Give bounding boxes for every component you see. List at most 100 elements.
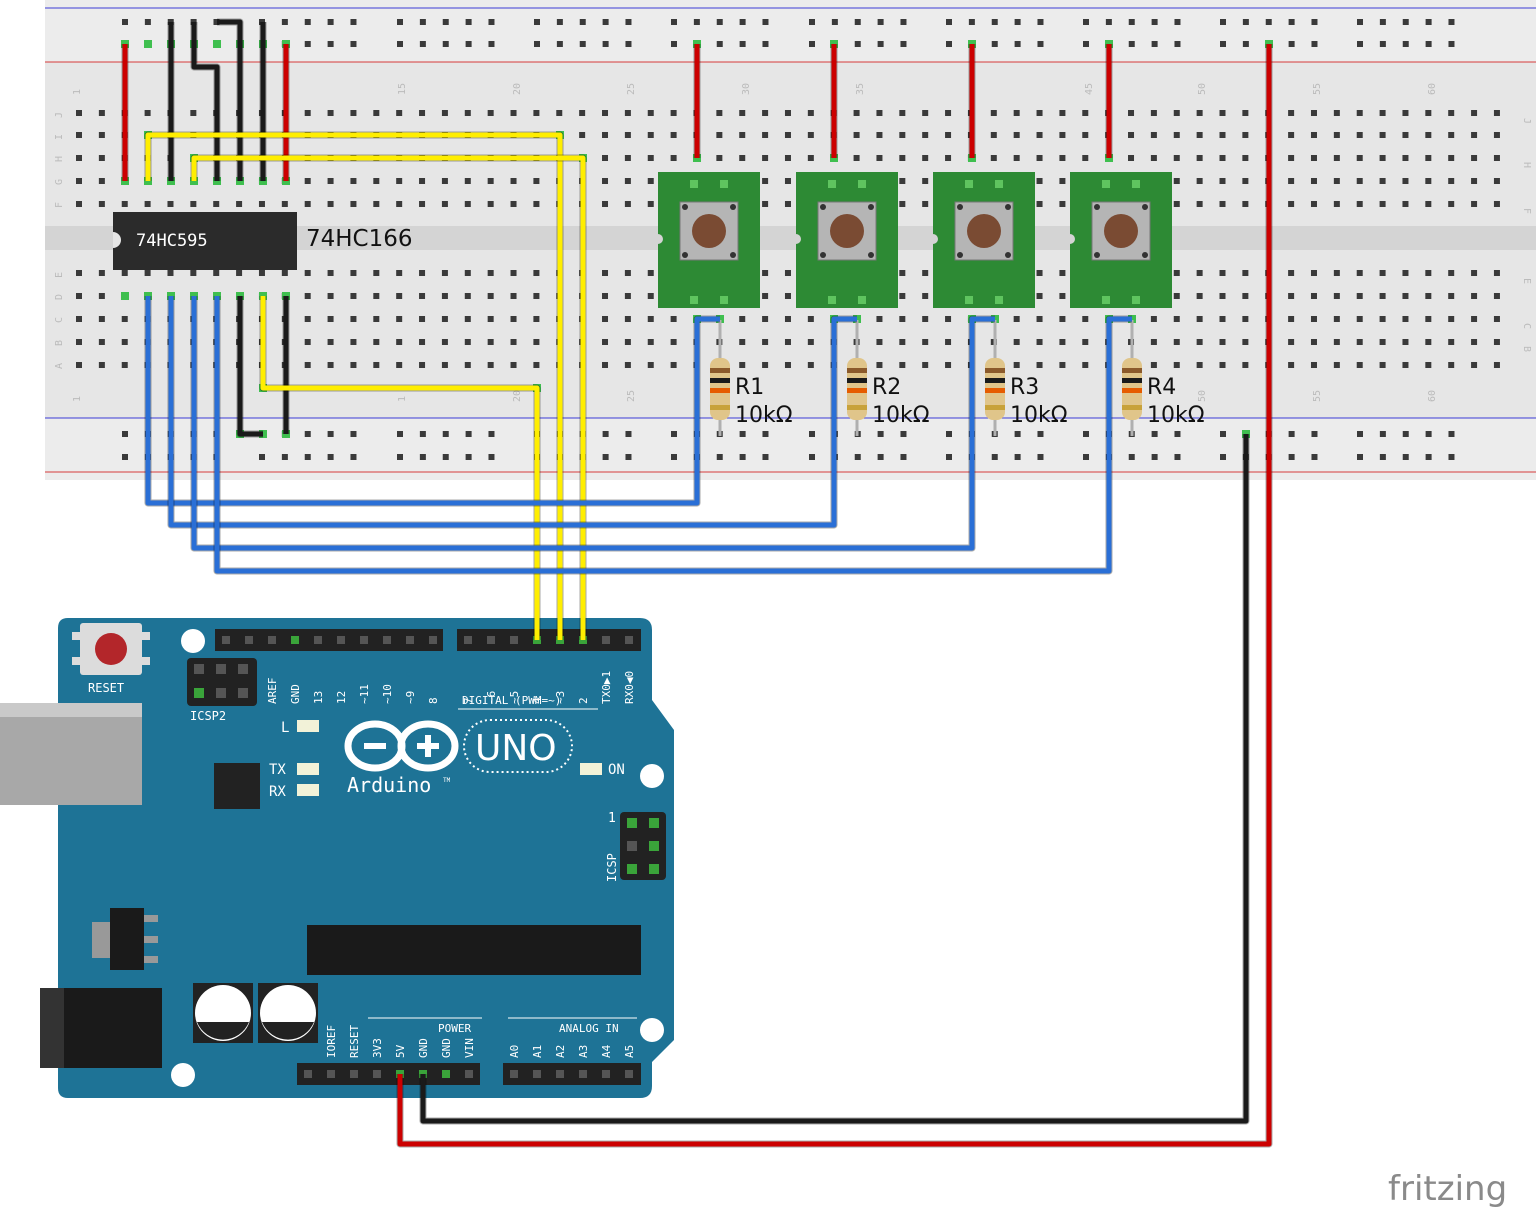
breadboard-hole[interactable] xyxy=(1242,293,1249,299)
rail-hole[interactable] xyxy=(465,431,472,437)
breadboard-hole[interactable] xyxy=(1150,339,1157,345)
breadboard-hole[interactable] xyxy=(922,270,929,276)
breadboard-hole[interactable] xyxy=(1493,293,1500,299)
rail-hole[interactable] xyxy=(1379,454,1386,460)
breadboard-hole[interactable] xyxy=(899,155,906,161)
breadboard-hole[interactable] xyxy=(1356,316,1363,322)
rail-hole[interactable] xyxy=(1311,19,1318,25)
breadboard-hole[interactable] xyxy=(350,316,357,322)
breadboard-hole[interactable] xyxy=(1219,270,1226,276)
breadboard-hole[interactable] xyxy=(1219,293,1226,299)
breadboard-hole[interactable] xyxy=(784,110,791,116)
breadboard-hole[interactable] xyxy=(419,362,426,368)
breadboard-hole[interactable] xyxy=(441,339,448,345)
breadboard-hole[interactable] xyxy=(1196,362,1203,368)
header-hole[interactable] xyxy=(373,1070,381,1078)
header-hole[interactable] xyxy=(625,1070,633,1078)
rail-hole[interactable] xyxy=(1220,19,1226,25)
breadboard-hole[interactable] xyxy=(602,362,609,368)
breadboard-hole[interactable] xyxy=(350,178,357,184)
breadboard-hole[interactable] xyxy=(441,270,448,276)
breadboard-hole[interactable] xyxy=(1013,132,1020,138)
breadboard-hole[interactable] xyxy=(1310,132,1317,138)
breadboard-hole[interactable] xyxy=(350,110,357,116)
breadboard-hole[interactable] xyxy=(647,293,654,299)
breadboard-hole[interactable] xyxy=(784,293,791,299)
rail-hole[interactable] xyxy=(579,41,586,47)
breadboard-hole[interactable] xyxy=(373,110,380,116)
rail-hole[interactable] xyxy=(259,454,265,460)
breadboard-hole[interactable] xyxy=(899,270,906,276)
breadboard-hole[interactable] xyxy=(1333,155,1340,161)
breadboard-hole[interactable] xyxy=(304,178,311,184)
breadboard-hole[interactable] xyxy=(1082,132,1089,138)
rail-hole[interactable] xyxy=(739,454,746,460)
breadboard-hole[interactable] xyxy=(739,110,746,116)
rail-hole[interactable] xyxy=(419,431,426,437)
breadboard-hole[interactable] xyxy=(1036,293,1043,299)
header-hole[interactable] xyxy=(464,636,472,644)
push-button[interactable] xyxy=(928,172,1035,308)
breadboard-hole[interactable] xyxy=(1128,110,1135,116)
rail-hole[interactable] xyxy=(442,41,449,47)
rail-hole[interactable] xyxy=(304,19,311,25)
breadboard-hole[interactable] xyxy=(1402,339,1409,345)
breadboard-hole[interactable] xyxy=(602,270,609,276)
rail-hole[interactable] xyxy=(350,431,357,437)
rail-hole[interactable] xyxy=(1425,454,1432,460)
breadboard-hole[interactable] xyxy=(1333,316,1340,322)
rail-hole[interactable] xyxy=(1174,19,1181,25)
breadboard-hole[interactable] xyxy=(533,316,540,322)
breadboard-hole[interactable] xyxy=(1150,132,1157,138)
breadboard-hole[interactable] xyxy=(464,201,471,207)
rail-hole[interactable] xyxy=(762,19,769,25)
breadboard-hole[interactable] xyxy=(1448,362,1455,368)
breadboard-hole[interactable] xyxy=(487,362,494,368)
breadboard-hole[interactable] xyxy=(1219,316,1226,322)
breadboard-hole[interactable] xyxy=(1402,362,1409,368)
rail-hole[interactable] xyxy=(350,41,357,47)
breadboard-hole[interactable] xyxy=(624,155,631,161)
breadboard-hole[interactable] xyxy=(899,362,906,368)
breadboard-hole[interactable] xyxy=(990,155,997,161)
breadboard-hole[interactable] xyxy=(1471,293,1478,299)
breadboard-hole[interactable] xyxy=(1379,316,1386,322)
breadboard-hole[interactable] xyxy=(1196,270,1203,276)
breadboard-hole[interactable] xyxy=(1425,293,1432,299)
rail-hole[interactable] xyxy=(1448,431,1455,437)
breadboard-hole[interactable] xyxy=(464,316,471,322)
breadboard-hole[interactable] xyxy=(762,201,769,207)
breadboard-hole[interactable] xyxy=(1242,201,1249,207)
rail-hole[interactable] xyxy=(1288,454,1295,460)
breadboard-hole[interactable] xyxy=(373,293,380,299)
breadboard-hole[interactable] xyxy=(1036,132,1043,138)
breadboard-hole[interactable] xyxy=(1425,316,1432,322)
rail-hole[interactable] xyxy=(877,454,884,460)
breadboard-hole[interactable] xyxy=(647,132,654,138)
rail-hole[interactable] xyxy=(1037,41,1044,47)
header-hole[interactable] xyxy=(533,1070,541,1078)
rail-hole[interactable] xyxy=(671,431,677,437)
breadboard-hole[interactable] xyxy=(1379,270,1386,276)
breadboard-hole[interactable] xyxy=(556,110,563,116)
breadboard-hole[interactable] xyxy=(945,132,952,138)
rail-hole[interactable] xyxy=(442,19,449,25)
shift-register-chip[interactable]: 74HC595 xyxy=(113,212,297,270)
breadboard-hole[interactable] xyxy=(98,316,105,322)
rail-hole[interactable] xyxy=(1014,431,1021,437)
breadboard-hole[interactable] xyxy=(1059,270,1066,276)
breadboard-hole[interactable] xyxy=(1173,293,1180,299)
rail-hole[interactable] xyxy=(739,431,746,437)
breadboard-hole[interactable] xyxy=(1288,293,1295,299)
breadboard-hole[interactable] xyxy=(1471,178,1478,184)
black-wire[interactable] xyxy=(237,296,263,437)
rail-hole[interactable] xyxy=(488,454,495,460)
breadboard-hole[interactable] xyxy=(1036,155,1043,161)
rail-hole[interactable] xyxy=(602,19,609,25)
breadboard-hole[interactable] xyxy=(739,316,746,322)
breadboard-hole[interactable] xyxy=(76,362,82,368)
breadboard-hole[interactable] xyxy=(533,362,540,368)
rail-hole[interactable] xyxy=(1357,19,1363,25)
breadboard-hole[interactable] xyxy=(1448,201,1455,207)
